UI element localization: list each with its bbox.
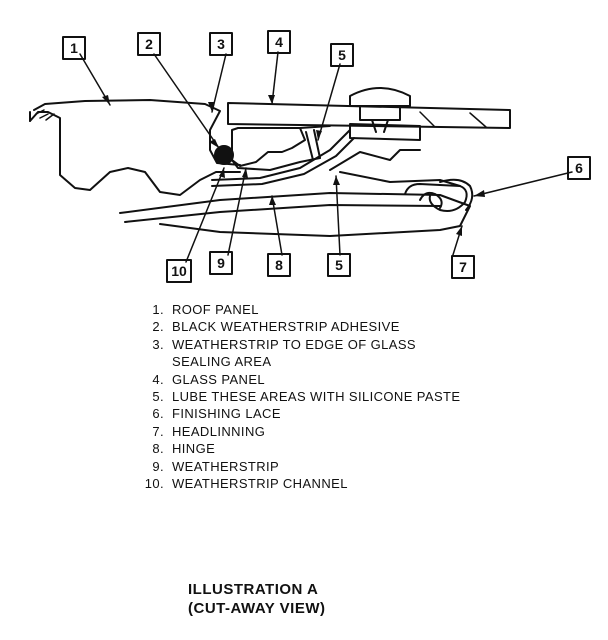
legend-text: WEATHERSTRIP: [172, 458, 280, 474]
headlining-drawing: [119, 171, 471, 237]
callout-3: 3: [217, 36, 225, 52]
callout-box-7: [451, 255, 475, 279]
callout-box-10: [166, 259, 192, 283]
legend-text: WEATHERSTRIP TO EDGE OF GLASS SEALING AR…: [172, 336, 416, 370]
legend-number: 6.: [152, 406, 164, 422]
roof-panel-drawing: [29, 99, 241, 196]
illustration-caption: ILLUSTRATION A (CUT-AWAY VIEW): [188, 580, 326, 618]
hinge-knob-drawing: [349, 87, 421, 141]
parts-legend: 1. ROOF PANEL 2. BLACK WEATHERSTRIP ADHESI…: [130, 301, 460, 492]
callout-1: 1: [70, 40, 78, 56]
legend-item: 7. HEADLINNING: [130, 423, 460, 440]
arrowheads: [102, 95, 485, 236]
callout-6: 6: [575, 160, 583, 176]
legend-text: HINGE: [172, 441, 216, 457]
callout-10: 10: [171, 263, 187, 279]
callout-9: 9: [217, 255, 225, 271]
legend-number: 3.: [152, 336, 164, 352]
legend-item: 4. GLASS PANEL: [130, 371, 460, 388]
legend-number: 5.: [152, 389, 164, 405]
legend-text: BLACK WEATHERSTRIP ADHESIVE: [172, 319, 400, 335]
glass-panel-drawing: [227, 102, 511, 129]
legend-number: 2.: [152, 319, 164, 335]
callout-5-bottom: 5: [335, 257, 343, 273]
callout-2: 2: [145, 36, 153, 52]
legend-item: 8. HINGE: [130, 440, 460, 457]
legend-number: 1.: [152, 302, 164, 317]
legend-number: 9.: [152, 458, 164, 474]
cutaway-diagram: 1 2 3 4 5 6 10 9 8 5 7: [29, 30, 591, 283]
adhesive-bead: [214, 145, 234, 165]
legend-number: 10.: [144, 476, 164, 492]
legend-text: LUBE THESE AREAS WITH SILICONE PASTE: [172, 389, 461, 405]
legend-item: 1. ROOF PANEL: [130, 301, 460, 318]
legend-number: 4.: [152, 371, 164, 387]
legend-item: 6. FINISHING LACE: [130, 405, 460, 422]
caption-title: ILLUSTRATION A: [188, 581, 319, 598]
legend-item: 5. LUBE THESE AREAS WITH SILICONE PASTE: [130, 388, 460, 405]
legend-text: HEADLINNING: [172, 423, 266, 439]
callout-5-top: 5: [338, 47, 346, 63]
legend-item: 3. WEATHERSTRIP TO EDGE OF GLASS SEALING …: [130, 336, 460, 371]
callout-box-1: [62, 36, 86, 60]
callout-box-6: [567, 156, 591, 180]
callout-4: 4: [275, 34, 283, 50]
callout-box-9: [209, 251, 233, 275]
callout-box-4: [267, 30, 291, 54]
legend-item: 2. BLACK WEATHERSTRIP ADHESIVE: [130, 318, 460, 335]
legend-text: GLASS PANEL: [172, 371, 266, 387]
callout-box-5-bottom: [327, 253, 351, 277]
finishing-lace-drawing: [404, 178, 474, 212]
callout-box-8: [267, 253, 291, 277]
legend-text: ROOF PANEL: [172, 302, 259, 317]
callout-box-2: [137, 32, 161, 56]
legend-number: 7.: [152, 423, 164, 439]
legend-text: WEATHERSTRIP CHANNEL: [172, 476, 348, 492]
callout-box-5-top: [330, 43, 354, 67]
callout-7: 7: [459, 259, 467, 275]
callout-boxes: [62, 30, 591, 283]
leader-lines: [79, 51, 573, 263]
legend-item: 10. WEATHERSTRIP CHANNEL: [130, 475, 460, 492]
caption-subtitle: (CUT-AWAY VIEW): [188, 600, 326, 617]
legend-text: FINISHING LACE: [172, 406, 281, 422]
callout-8: 8: [275, 257, 283, 273]
legend-item: 9. WEATHERSTRIP: [130, 458, 460, 475]
callout-box-3: [209, 32, 233, 56]
legend-number: 8.: [152, 441, 164, 457]
